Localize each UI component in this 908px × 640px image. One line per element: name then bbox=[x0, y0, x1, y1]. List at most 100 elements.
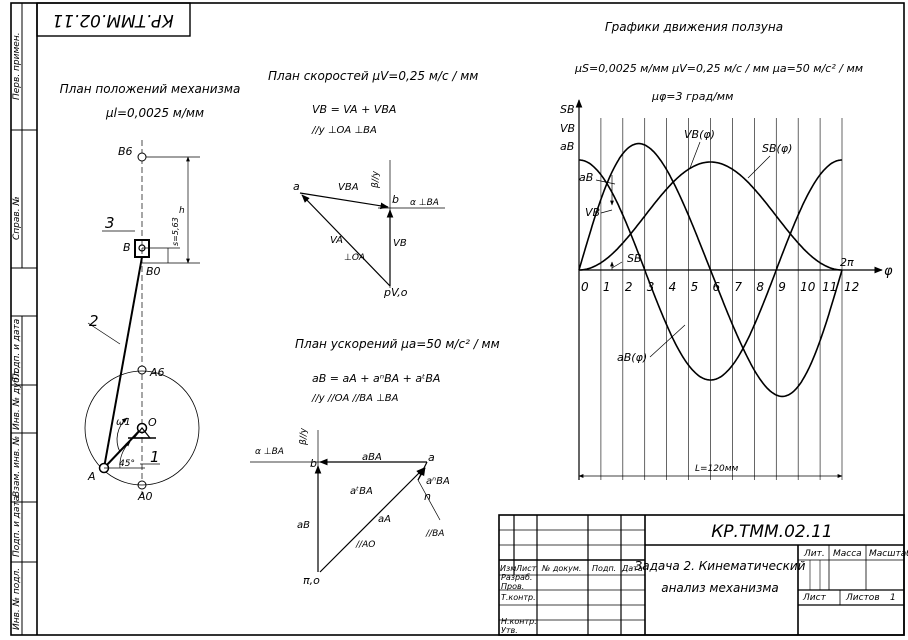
x-tick-4: 4 bbox=[669, 280, 677, 294]
vel-pv: pV,o bbox=[383, 286, 408, 299]
vel-beta: β//y bbox=[371, 170, 381, 189]
tb-listov-value: 1 bbox=[890, 593, 896, 603]
tb-title-2: анализ механизма bbox=[661, 581, 779, 595]
acc-alpha: α ⊥BA bbox=[255, 447, 284, 457]
curve-label-aB: aB bbox=[579, 171, 593, 184]
positions-title: План положений механизма bbox=[60, 82, 241, 96]
tb-massa: Масса bbox=[833, 549, 862, 559]
acc-beta: β//y bbox=[299, 427, 309, 446]
acc-aBA: aBA bbox=[362, 452, 382, 463]
tb-row-5: Утв. bbox=[501, 626, 518, 635]
graph-curves bbox=[578, 142, 843, 398]
x-tick-5: 5 bbox=[691, 280, 699, 294]
vel-alpha: α ⊥BA bbox=[410, 198, 439, 208]
accel-equation: aB = aA + aⁿBA + aᵗBA bbox=[312, 372, 440, 385]
tb-col-doc: № докум. bbox=[541, 564, 581, 573]
label-B0: B0 bbox=[146, 265, 161, 278]
curve-label-SB: SB bbox=[627, 252, 642, 265]
acc-pi: π,o bbox=[303, 574, 320, 587]
graphs-title: Графики движения ползуна bbox=[605, 20, 783, 34]
x-tick-12: 12 bbox=[844, 280, 859, 294]
label-s: s=5,63 bbox=[171, 217, 180, 246]
label-h: h bbox=[179, 206, 185, 216]
curve-velocity bbox=[578, 142, 843, 398]
left-label-5: Подп. и дата bbox=[12, 496, 22, 557]
label-3: 3 bbox=[105, 214, 115, 232]
label-B: B bbox=[123, 241, 131, 254]
left-label-6: Инв. № подл. bbox=[12, 568, 22, 630]
label-1: 1 bbox=[150, 448, 160, 466]
tb-row-1: Пров. bbox=[501, 582, 524, 591]
x-tick-10: 10 bbox=[800, 280, 816, 294]
curve-label-v: VB(φ) bbox=[684, 128, 715, 141]
x-tick-2: 2 bbox=[625, 280, 633, 294]
acc-BA: //BA bbox=[425, 529, 444, 539]
tb-lit: Лит. bbox=[803, 549, 825, 559]
left-label-0: Перв. примен. bbox=[12, 32, 22, 100]
vel-a: a bbox=[293, 180, 300, 193]
acc-a: a bbox=[428, 451, 435, 464]
label-A0: A0 bbox=[137, 490, 153, 503]
left-label-3: Инв. № дубл. bbox=[12, 368, 22, 430]
curve-displacement bbox=[579, 161, 842, 271]
phi-label: φ bbox=[884, 264, 893, 279]
length-label: L=120мм bbox=[695, 464, 739, 474]
x-tick-1: 1 bbox=[603, 280, 611, 294]
accel-title: План ускорений μa=50 м/с² / мм bbox=[295, 337, 500, 351]
tb-col-izm: Изм bbox=[500, 564, 516, 573]
tb-col-podp: Подп. bbox=[592, 564, 616, 573]
tb-doc-code: КР.ТММ.02.11 bbox=[711, 522, 833, 542]
left-label-1: Справ. № bbox=[12, 196, 22, 240]
left-label-4: Взам. инв. № bbox=[12, 436, 22, 497]
x-tick-11: 11 bbox=[822, 280, 837, 294]
stamp-text: КР.ТММ.02.11 bbox=[52, 10, 174, 30]
acc-b: b bbox=[310, 457, 317, 470]
label-B6: B6 bbox=[118, 145, 133, 158]
positions-scale: μl=0,0025 м/мм bbox=[105, 106, 204, 120]
velocity-vectors bbox=[299, 160, 445, 288]
x-tick-3: 3 bbox=[647, 280, 655, 294]
x-tick-0: 0 bbox=[581, 280, 589, 294]
accel-directions: //y //OA //BA ⊥BA bbox=[311, 393, 399, 404]
x-tick-7: 7 bbox=[734, 280, 742, 294]
title-block bbox=[498, 514, 905, 636]
left-column-labels: Перв. примен. Справ. № Подп. и дата Инв.… bbox=[12, 32, 22, 630]
velocity-title: План скоростей μV=0,25 м/с / мм bbox=[268, 69, 478, 83]
acc-AO: //AO bbox=[355, 540, 375, 550]
curve-acceleration bbox=[579, 159, 842, 381]
label-omega: ω1 bbox=[116, 417, 131, 428]
velocity-directions: //y ⊥OA ⊥BA bbox=[311, 125, 377, 136]
vel-VA: VA bbox=[330, 235, 343, 246]
graphs-phi-scale: μφ=3 град/мм bbox=[651, 90, 733, 103]
velocity-equation: VB = VA + VBA bbox=[312, 103, 396, 116]
tb-listov: Листов bbox=[845, 593, 880, 603]
label-2: 2 bbox=[89, 312, 99, 330]
tb-col-data: Дата bbox=[621, 564, 643, 573]
label-A: A bbox=[87, 470, 96, 483]
tb-list: Лист bbox=[802, 593, 827, 603]
curve-label-s: SB(φ) bbox=[762, 142, 792, 155]
y-label-a: aB bbox=[560, 140, 574, 153]
two-pi: 2π bbox=[840, 256, 854, 269]
tb-col-list: Лист bbox=[515, 564, 537, 573]
x-tick-9: 9 bbox=[778, 280, 786, 294]
tb-title-1: Задача 2. Кинематический bbox=[635, 559, 806, 573]
acc-aBAt: aᵗBA bbox=[350, 486, 373, 497]
tb-row-4: Н.контр. bbox=[501, 617, 537, 626]
acc-aA: aA bbox=[378, 514, 391, 525]
mechanism-drawing bbox=[84, 140, 200, 495]
graph-grid bbox=[575, 99, 883, 480]
x-tick-8: 8 bbox=[756, 280, 764, 294]
vel-perpOA: ⊥OA bbox=[344, 253, 365, 263]
curve-label-a: aB(φ) bbox=[617, 351, 647, 364]
acc-aBAn: aⁿBA bbox=[426, 476, 450, 487]
left-label-2: Подп. и дата bbox=[12, 319, 22, 380]
curve-label-VB: VB bbox=[585, 206, 600, 219]
x-tick-6: 6 bbox=[713, 280, 721, 294]
graphs-scales: μS=0,0025 м/мм μV=0,25 м/с / мм μa=50 м/… bbox=[574, 62, 863, 75]
y-label-V: VB bbox=[560, 122, 575, 135]
acc-n: n bbox=[424, 490, 431, 503]
stamp-box bbox=[36, 2, 191, 37]
